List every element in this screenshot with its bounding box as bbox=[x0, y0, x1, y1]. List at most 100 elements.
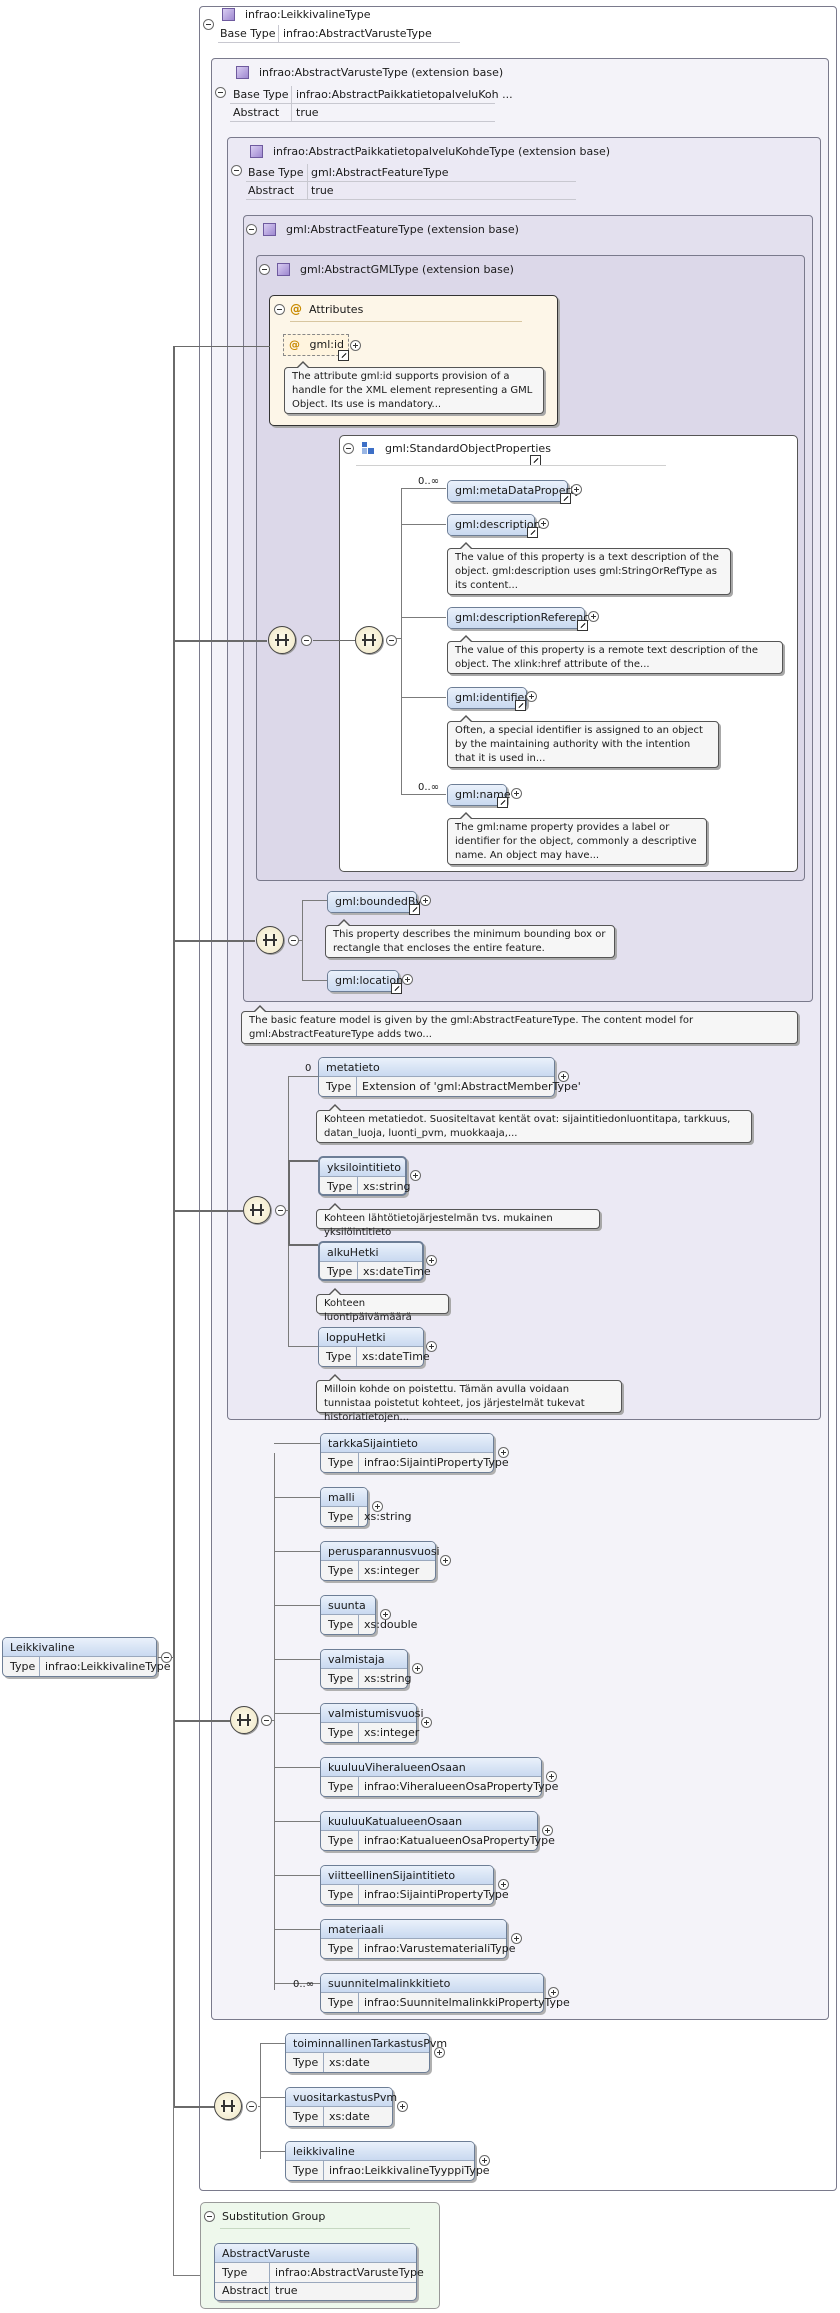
expand-element[interactable] bbox=[372, 1501, 383, 1512]
expand-element[interactable] bbox=[558, 1071, 569, 1082]
collapse-std-props[interactable] bbox=[343, 443, 354, 454]
element-name: vuositarkastusPvm bbox=[286, 2088, 397, 2107]
element-doc: The gml:name property provides a label o… bbox=[447, 812, 707, 865]
link-icon[interactable] bbox=[497, 797, 508, 808]
expand-element[interactable] bbox=[542, 1825, 553, 1836]
collapse-sequence[interactable] bbox=[261, 1715, 272, 1726]
sequence-compositor[interactable] bbox=[355, 626, 383, 654]
expand-element[interactable] bbox=[420, 895, 431, 906]
sequence-compositor[interactable] bbox=[268, 626, 296, 654]
link-icon[interactable] bbox=[515, 700, 526, 711]
root-element-leikkivaline[interactable]: Leikkivaline Type infrao:LeikkivalineTyp… bbox=[2, 1637, 171, 1677]
link-icon[interactable] bbox=[338, 350, 349, 361]
attribute-gml-id[interactable]: @ gml:id bbox=[283, 334, 349, 356]
collapse-ext-varuste[interactable] bbox=[215, 87, 226, 98]
element-gml-location[interactable]: gml:location bbox=[327, 970, 403, 992]
link-icon[interactable] bbox=[577, 620, 588, 631]
type-value: xs:date bbox=[329, 2110, 370, 2123]
sequence-compositor[interactable] bbox=[243, 1196, 271, 1224]
collapse-sequence[interactable] bbox=[301, 635, 312, 646]
link-icon[interactable] bbox=[527, 527, 538, 538]
collapse-sequence[interactable] bbox=[386, 635, 397, 646]
expand-element[interactable] bbox=[421, 1717, 432, 1728]
sequence-compositor[interactable] bbox=[214, 2092, 242, 2120]
element-loppuhetki[interactable]: loppuHetki Type xs:dateTime bbox=[318, 1327, 430, 1367]
expand-element[interactable] bbox=[526, 691, 537, 702]
element-name: toiminnallinenTarkastusPvm bbox=[286, 2034, 447, 2053]
element-gml-descriptionreference[interactable]: gml:descriptionReference bbox=[447, 607, 596, 629]
type-value: infrao:SuunnitelmalinkkiPropertyType bbox=[364, 1996, 570, 2009]
type-label: Type bbox=[328, 1456, 354, 1469]
expand-element[interactable] bbox=[511, 788, 522, 799]
element-name: gml:metaDataProperty bbox=[448, 481, 581, 501]
abstract-label: Abstract bbox=[233, 106, 280, 119]
expand-element[interactable] bbox=[548, 1987, 559, 1998]
collapse-ext-feature[interactable] bbox=[246, 224, 257, 235]
link-icon[interactable] bbox=[409, 904, 420, 915]
expand-element[interactable] bbox=[546, 1771, 557, 1782]
collapse-substitution-group[interactable] bbox=[204, 2211, 215, 2222]
expand-gml-id[interactable] bbox=[350, 340, 361, 351]
link-icon[interactable] bbox=[560, 493, 571, 504]
element-gml-description[interactable]: gml:description bbox=[447, 514, 541, 536]
element-name: valmistumisvuosi bbox=[321, 1704, 424, 1723]
subst-element-abstractvaruste[interactable]: AbstractVaruste Type infrao:AbstractVaru… bbox=[214, 2243, 424, 2301]
collapse-sequence[interactable] bbox=[288, 935, 299, 946]
collapse-ext-paikka[interactable] bbox=[231, 165, 242, 176]
element-alkuhetki[interactable]: alkuHetki Type xs:dateTime bbox=[318, 1241, 431, 1281]
collapse-sequence[interactable] bbox=[275, 1205, 286, 1216]
expand-element[interactable] bbox=[402, 974, 413, 985]
element-metatieto[interactable]: metatieto Type Extension of 'gml:Abstrac… bbox=[318, 1057, 581, 1097]
ext-feature-doc: The basic feature model is given by the … bbox=[241, 1005, 798, 1044]
element-yksilointitieto[interactable]: yksilointitieto Type xs:string bbox=[318, 1156, 411, 1196]
ext-gml-title: gml:AbstractGMLType (extension base) bbox=[300, 263, 514, 276]
expand-element[interactable] bbox=[426, 1255, 437, 1266]
expand-element[interactable] bbox=[380, 1609, 391, 1620]
ext-feature-title: gml:AbstractFeatureType (extension base) bbox=[286, 223, 519, 236]
expand-element[interactable] bbox=[511, 1933, 522, 1944]
element-name: suunnitelmalinkkitieto bbox=[321, 1974, 543, 1993]
element-name: kuuluuKatualueenOsaan bbox=[321, 1812, 537, 1831]
collapse-root[interactable] bbox=[161, 1652, 172, 1663]
expand-element[interactable] bbox=[538, 518, 549, 529]
type-label: Type bbox=[326, 1080, 352, 1093]
expand-element[interactable] bbox=[397, 2101, 408, 2112]
expand-element[interactable] bbox=[479, 2155, 490, 2166]
expand-element[interactable] bbox=[498, 1879, 509, 1890]
sequence-compositor[interactable] bbox=[256, 926, 284, 954]
expand-element[interactable] bbox=[588, 611, 599, 622]
sequence-compositor[interactable] bbox=[230, 1706, 258, 1734]
collapse-sequence[interactable] bbox=[246, 2101, 257, 2112]
element-gml-identifier[interactable]: gml:identifier bbox=[447, 687, 529, 709]
collapse-complex-type[interactable] bbox=[203, 19, 214, 30]
link-icon[interactable] bbox=[391, 983, 402, 994]
element-doc: Kohteen luontipäivämäärä bbox=[316, 1288, 449, 1323]
expand-element[interactable] bbox=[426, 1341, 437, 1352]
element-gml-metadataproperty[interactable]: gml:metaDataProperty bbox=[447, 480, 581, 502]
expand-element[interactable] bbox=[412, 1663, 423, 1674]
collapse-ext-gml[interactable] bbox=[259, 264, 270, 275]
base-type-label: Base Type bbox=[233, 88, 289, 101]
element-gml-boundedby[interactable]: gml:boundedBy bbox=[327, 891, 422, 913]
expand-element[interactable] bbox=[410, 1170, 421, 1181]
element-name: suunta bbox=[321, 1596, 375, 1615]
collapse-attributes[interactable] bbox=[274, 304, 285, 315]
expand-element[interactable] bbox=[498, 1447, 509, 1458]
expand-element[interactable] bbox=[440, 1555, 451, 1566]
expand-element[interactable] bbox=[434, 2047, 445, 2058]
expand-element[interactable] bbox=[571, 484, 582, 495]
